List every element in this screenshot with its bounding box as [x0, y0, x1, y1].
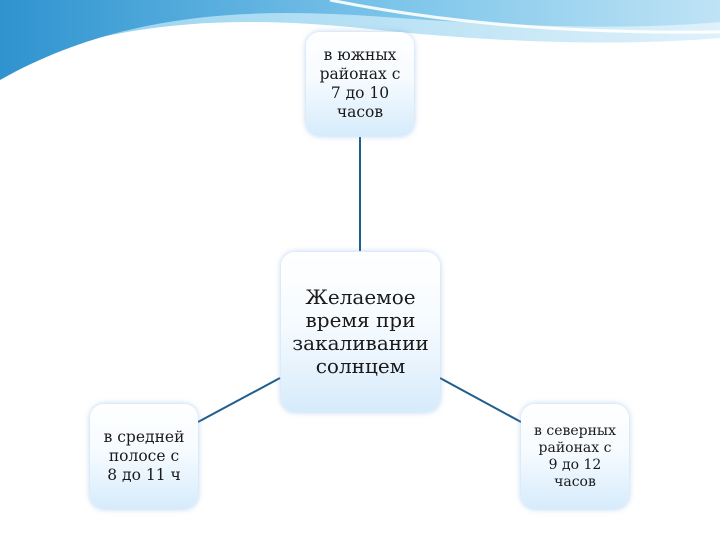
node-north-regions-text: в северных районах с 9 до 12 часов: [534, 422, 616, 490]
node-center-desired-time: Желаемое время при закаливании солнцем: [281, 252, 440, 412]
node-south-regions-text: в южных районах с 7 до 10 часов: [319, 46, 401, 121]
node-south-regions: в южных районах с 7 до 10 часов: [306, 32, 414, 136]
node-center-text: Желаемое время при закаливании солнцем: [292, 285, 429, 378]
connector-left: [197, 377, 281, 423]
header-wave-highlight: [329, 0, 720, 34]
node-north-regions: в северных районах с 9 до 12 часов: [521, 404, 629, 509]
header-wave-decoration: [0, 0, 720, 80]
node-middle-zone: в средней полосе с 8 до 11 ч: [90, 404, 198, 509]
connector-right: [439, 377, 522, 423]
header-wave-front: [0, 0, 720, 80]
node-middle-zone-text: в средней полосе с 8 до 11 ч: [103, 428, 185, 484]
